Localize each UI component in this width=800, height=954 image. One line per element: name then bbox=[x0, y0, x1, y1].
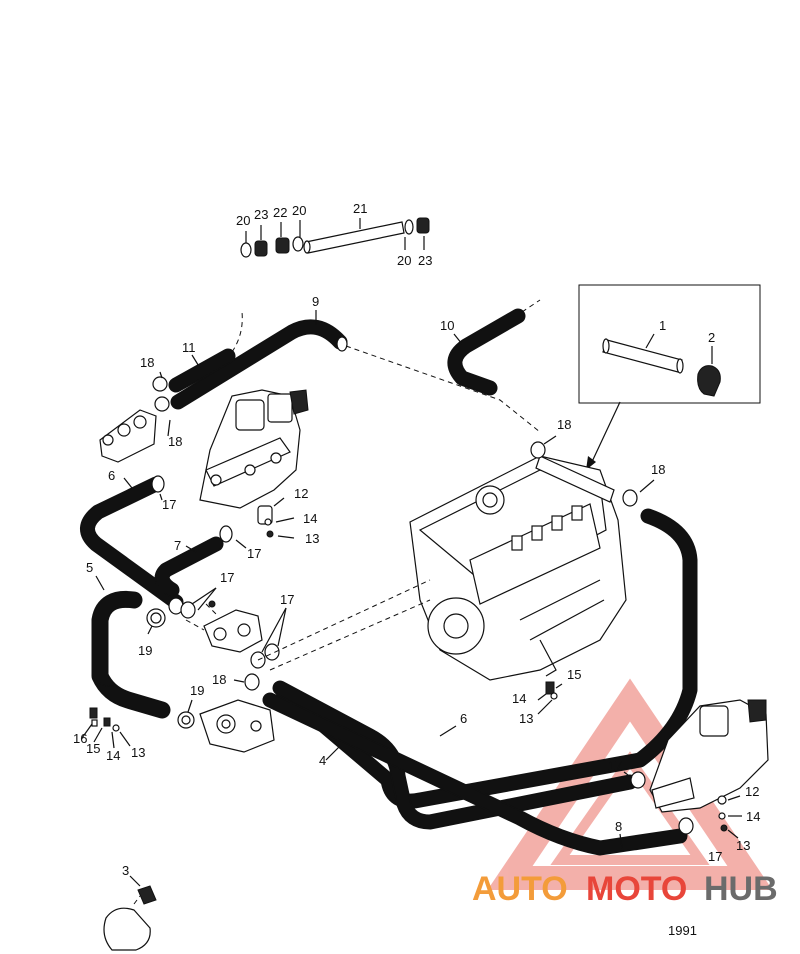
callout-13: 13 bbox=[519, 711, 533, 726]
callout-17: 17 bbox=[247, 546, 261, 561]
item-3-fitting bbox=[103, 875, 157, 951]
callout-18: 18 bbox=[168, 434, 182, 449]
callout-23: 23 bbox=[254, 207, 268, 222]
callout-12: 12 bbox=[745, 784, 759, 799]
fittings-engine bbox=[537, 681, 563, 715]
callout-19: 19 bbox=[190, 683, 204, 698]
watermark-moto: MOTO bbox=[586, 870, 687, 908]
dashed-route-2 bbox=[257, 579, 431, 661]
callout-14: 14 bbox=[303, 511, 317, 526]
crossover-pipe bbox=[530, 435, 655, 507]
callout-17: 17 bbox=[280, 592, 294, 607]
callout-1: 1 bbox=[659, 318, 666, 333]
callout-10: 10 bbox=[440, 318, 454, 333]
hose-5 bbox=[91, 575, 171, 719]
callout-15: 15 bbox=[567, 667, 581, 682]
callout-14: 14 bbox=[746, 809, 760, 824]
callout-labels: 20 23 22 20 21 20 23 9 11 10 1 2 18 18 1… bbox=[73, 201, 760, 938]
callout-8: 8 bbox=[615, 819, 622, 834]
callout-6: 6 bbox=[460, 711, 467, 726]
callout-18: 18 bbox=[651, 462, 665, 477]
callout-13: 13 bbox=[305, 531, 319, 546]
callout-18: 18 bbox=[140, 355, 154, 370]
dashed-route bbox=[345, 345, 541, 433]
hose-6-left bbox=[80, 475, 184, 610]
hose-kit-top bbox=[240, 217, 430, 258]
watermark-text: AUTO MOTO HUB bbox=[472, 870, 778, 908]
callout-5: 5 bbox=[86, 560, 93, 575]
callout-14: 14 bbox=[512, 691, 526, 706]
exhaust-manifold-left bbox=[199, 389, 309, 509]
water-pump-lower bbox=[177, 699, 275, 753]
callout-3: 3 bbox=[122, 863, 129, 878]
hose-11 bbox=[168, 311, 243, 393]
callout-11: 11 bbox=[182, 340, 196, 355]
water-pump-upper bbox=[185, 600, 263, 653]
callout-22: 22 bbox=[273, 205, 287, 220]
callout-4: 4 bbox=[319, 753, 326, 768]
dashed-route-3 bbox=[269, 599, 431, 671]
watermark-auto: AUTO bbox=[472, 870, 568, 908]
callout-19: 19 bbox=[138, 643, 152, 658]
callout-17: 17 bbox=[708, 849, 722, 864]
callout-6: 6 bbox=[108, 468, 115, 483]
callout-18: 18 bbox=[212, 672, 226, 687]
thermostat-housing bbox=[99, 371, 171, 463]
callout-16: 16 bbox=[73, 731, 87, 746]
hose-10 bbox=[447, 299, 541, 396]
callout-15: 15 bbox=[86, 741, 100, 756]
hose-7 bbox=[154, 525, 247, 598]
callout-13: 13 bbox=[736, 838, 750, 853]
clamps-17 bbox=[168, 587, 287, 669]
callout-12: 12 bbox=[294, 486, 308, 501]
callout-20: 20 bbox=[236, 213, 250, 228]
engine-block bbox=[409, 455, 627, 681]
callout-23: 23 bbox=[418, 253, 432, 268]
callout-17: 17 bbox=[162, 497, 176, 512]
callout-2: 2 bbox=[708, 330, 715, 345]
callout-13: 13 bbox=[131, 745, 145, 760]
callout-17: 17 bbox=[220, 570, 234, 585]
clamp-18-lower bbox=[233, 673, 260, 691]
watermark-hub: HUB bbox=[704, 870, 778, 908]
exhaust-manifold-right bbox=[623, 699, 769, 839]
inset-box bbox=[578, 284, 761, 470]
callout-18: 18 bbox=[557, 417, 571, 432]
clamp-19-upper bbox=[146, 608, 166, 635]
fittings-center bbox=[257, 497, 295, 539]
hose-4 bbox=[272, 680, 638, 830]
callout-20: 20 bbox=[397, 253, 411, 268]
hose-8 bbox=[262, 692, 694, 856]
hose-9 bbox=[170, 310, 348, 410]
callout-20: 20 bbox=[292, 203, 306, 218]
drain-fittings-left bbox=[81, 707, 131, 749]
callout-21: 21 bbox=[353, 201, 367, 216]
callout-7: 7 bbox=[174, 538, 181, 553]
callout-17: 17 bbox=[608, 758, 622, 773]
callout-14: 14 bbox=[106, 748, 120, 763]
figure-number: 1991 bbox=[668, 923, 697, 938]
callout-9: 9 bbox=[312, 294, 319, 309]
